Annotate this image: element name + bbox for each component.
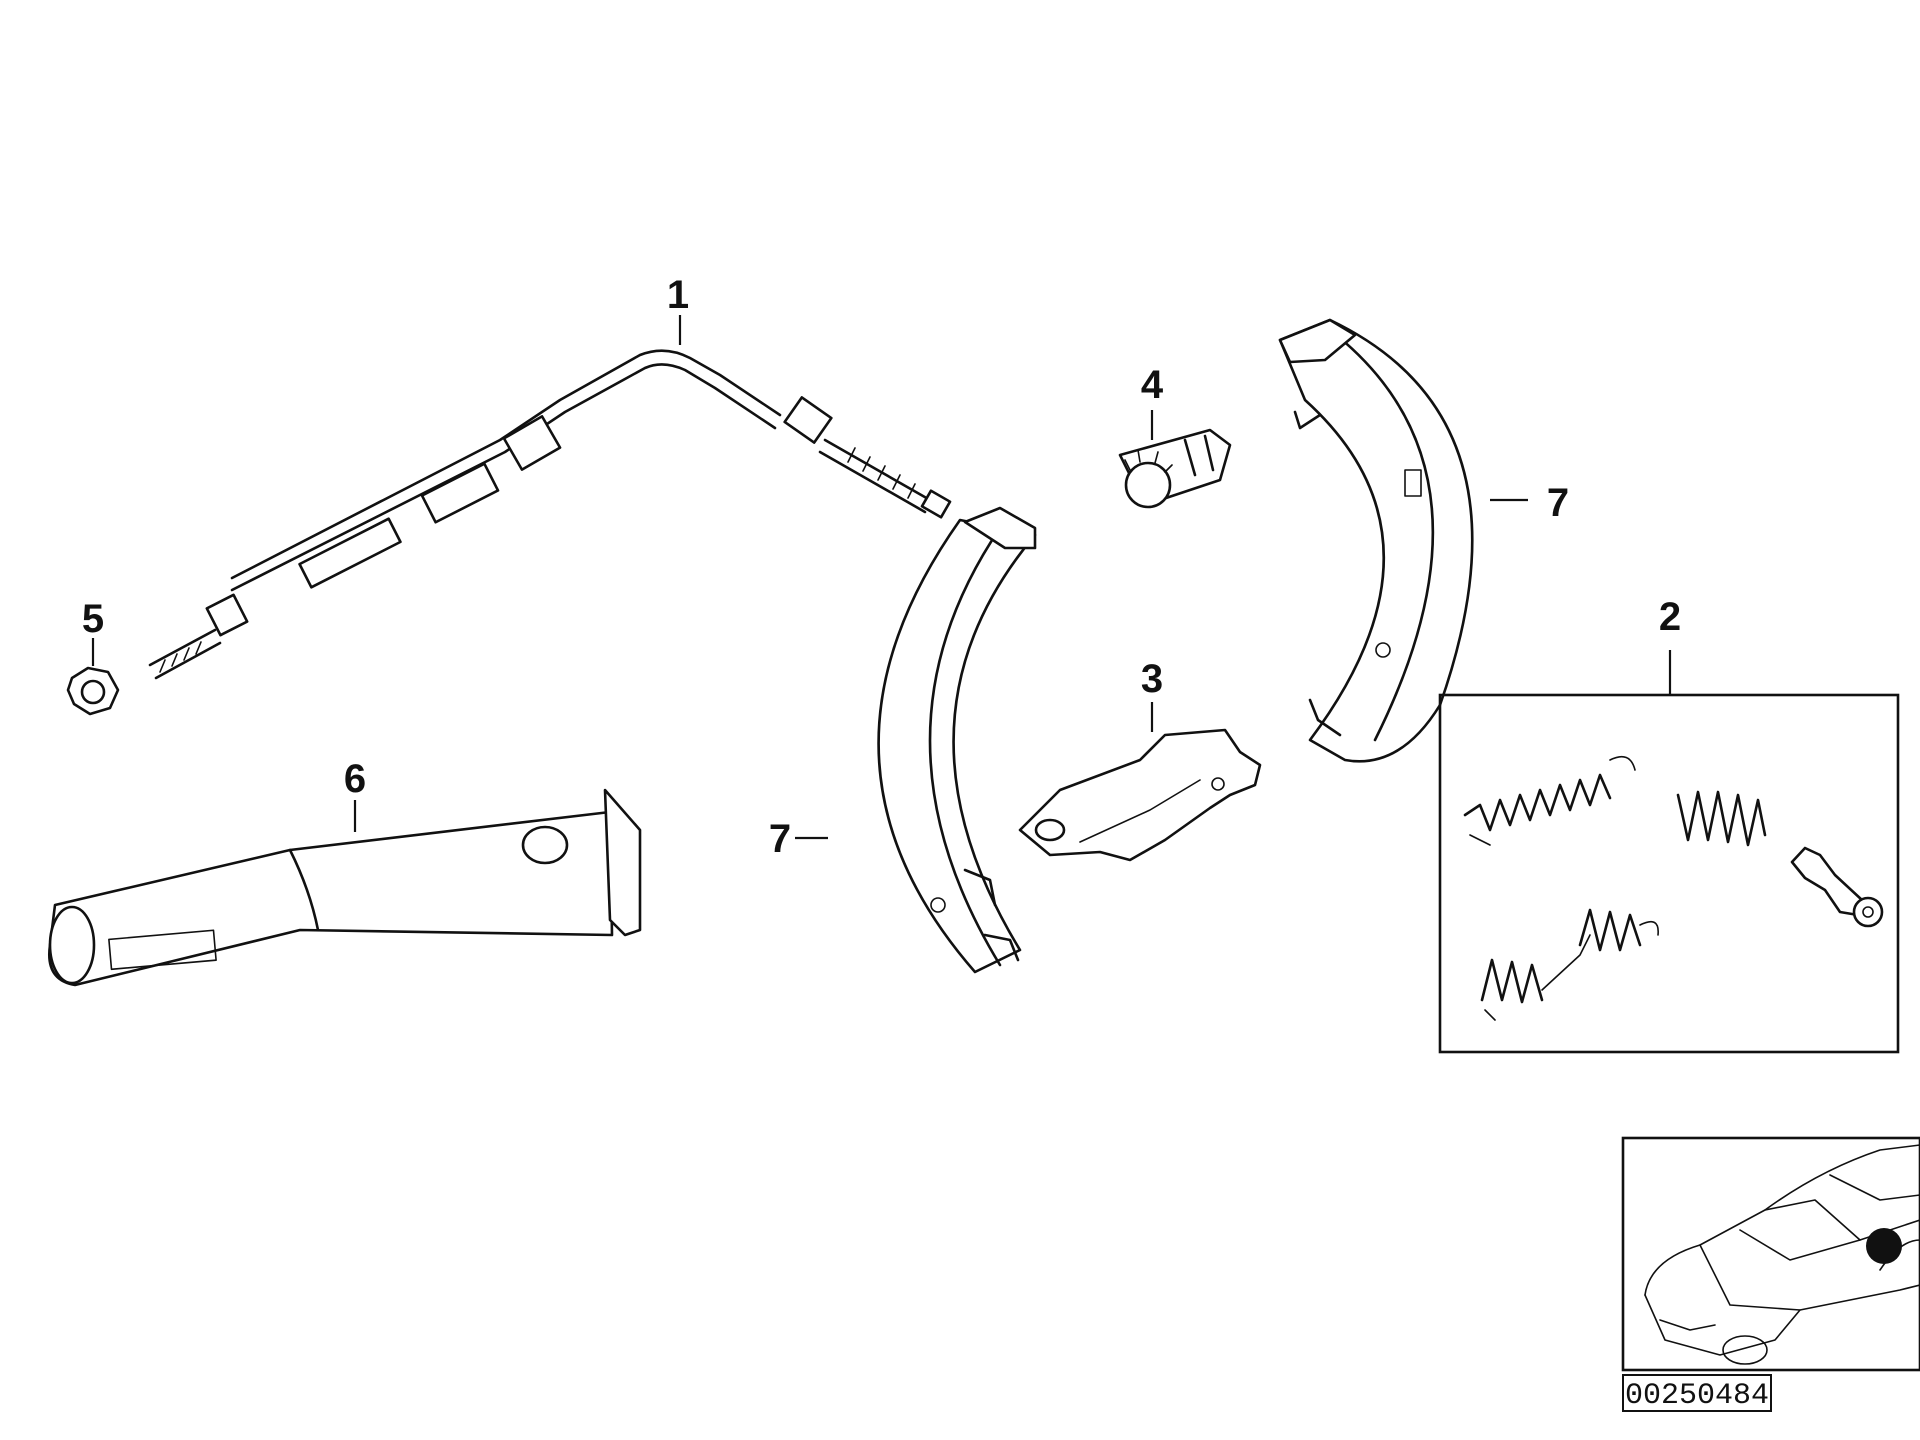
reference-number: 00250484 bbox=[1625, 1379, 1769, 1413]
spring-short-upper bbox=[1676, 790, 1767, 847]
spring-lower bbox=[1480, 908, 1659, 1021]
callout-3: 3 bbox=[1141, 657, 1163, 701]
callout-6: 6 bbox=[344, 757, 366, 801]
callout-4: 4 bbox=[1141, 363, 1164, 407]
part-4-adjuster[interactable] bbox=[1118, 428, 1232, 509]
callout-5: 5 bbox=[82, 597, 104, 641]
car-outline-icon bbox=[1644, 1144, 1920, 1365]
part-7-brake-shoe-left[interactable] bbox=[877, 506, 1037, 974]
callout-7a: 7 bbox=[769, 817, 791, 861]
part-1-brake-cable[interactable] bbox=[148, 349, 952, 680]
location-marker-icon bbox=[1866, 1228, 1902, 1264]
bolt-pin bbox=[1790, 846, 1884, 928]
callout-1: 1 bbox=[667, 273, 689, 317]
part-5-hex-nut[interactable] bbox=[66, 666, 120, 716]
vehicle-location-thumbnail bbox=[1621, 1136, 1920, 1372]
callout-7b: 7 bbox=[1547, 481, 1569, 525]
part-3-expanding-lever[interactable] bbox=[1018, 728, 1262, 862]
part-7-brake-shoe-right[interactable] bbox=[1278, 318, 1474, 763]
part-6-cable-sleeve[interactable] bbox=[47, 788, 642, 987]
reference-number-label: 00250484 bbox=[1622, 1374, 1772, 1413]
part-2-spring-kit[interactable] bbox=[1438, 693, 1900, 1054]
spring-long-upper bbox=[1463, 755, 1636, 846]
callout-2: 2 bbox=[1659, 595, 1681, 639]
